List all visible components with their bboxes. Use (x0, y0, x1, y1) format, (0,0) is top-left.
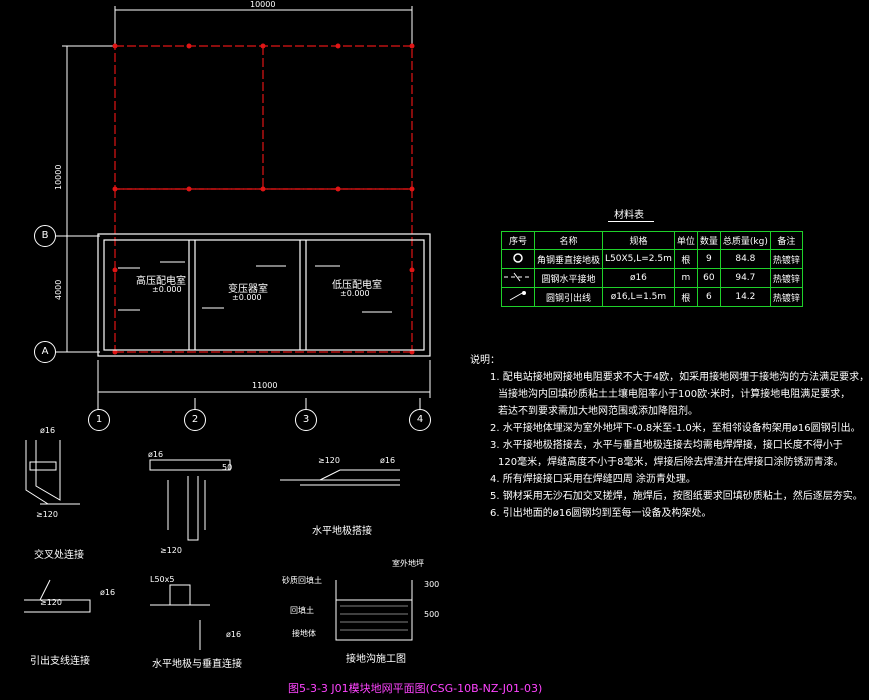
legend-horizontal-icon (501, 268, 535, 288)
legend-rod-icon (501, 249, 535, 269)
cell-spec: ø16,L=1.5m (602, 287, 675, 307)
detail-leadout-title: 引出支线连接 (30, 656, 90, 667)
cell-unit: m (673, 268, 698, 288)
detail-vert-rod: ø16 (226, 630, 242, 639)
table-row: 角钢垂直接地极 L50X5,L=2.5m 根 9 84.8 热镀锌 (501, 249, 803, 269)
drawing-caption: 图5-3-3 J01模块地网平面图(CSG-10B-NZ-J01-03) (288, 682, 543, 695)
detail-cross-rod: ø16 (40, 426, 56, 435)
detail-trench-body: 接地体 (292, 629, 316, 638)
cell-mass: 94.7 (719, 268, 771, 288)
detail-vert-angle: L50x5 (150, 575, 175, 584)
cell-unit: 根 (673, 287, 698, 307)
detail-horizontal-rod: ø16 (380, 456, 396, 465)
cell-note: 热镀锌 (769, 287, 803, 307)
th-no: 序号 (501, 231, 535, 250)
notes-block: 说明： 1. 配电站接地网接地电阻要求不大于4欧，如采用接地网埋于接地沟的方法满… (470, 352, 869, 522)
dim-left-lower-label: 4000 (54, 279, 63, 300)
detail-horizontal-title: 水平地极搭接 (312, 526, 372, 537)
drawing-canvas (24, 6, 431, 650)
detail-trench-soil1: 砂质回填土 (282, 576, 322, 585)
trench-fill (340, 605, 408, 631)
room-name-hv: 高压配电室 (136, 276, 186, 287)
cell-unit: 根 (673, 249, 698, 269)
detail-cross-dim: ≥120 (36, 510, 58, 519)
th-name: 名称 (533, 231, 604, 250)
table-row: 圆钢水平接地 ø16 m 60 94.7 热镀锌 (501, 268, 803, 288)
table-row: 圆钢引出线 ø16,L=1.5m 根 6 14.2 热镀锌 (501, 287, 803, 307)
detail-trench-title: 接地沟施工图 (346, 654, 406, 665)
cell-mass: 14.2 (719, 287, 771, 307)
room-name-tr: 变压器室 (228, 284, 268, 295)
note-line: 若达不到要求需加大地网范围或添加降阻剂。 (498, 406, 698, 417)
note-line: 120毫米，焊缝高度不小于8毫米，焊接后除去焊渣并在焊接口涂防锈沥青漆。 (498, 457, 844, 468)
dim-left-upper-label: 10000 (54, 164, 63, 190)
note-line: 3. 水平接地极搭接去，水平与垂直地极连接去均需电焊焊接，接口长度不得小于 (490, 440, 843, 451)
th-note: 备注 (769, 231, 803, 250)
room-arrows (118, 261, 392, 313)
detail-trench-dim2: 500 (424, 610, 440, 619)
detail-trench-dim1: 300 (424, 580, 440, 589)
detail-leadout-dim: ≥120 (40, 598, 62, 607)
room-name-lv: 低压配电室 (332, 280, 382, 291)
dim-left (62, 45, 115, 353)
cell-qty: 60 (696, 268, 721, 288)
dim-top-label: 10000 (250, 0, 276, 9)
detail-horizontal-dim: ≥120 (318, 456, 340, 465)
th-mass: 总质量(kg) (719, 231, 771, 250)
detail-tee-rod: ø16 (148, 450, 164, 459)
material-table: 序号 名称 规格 单位 数量 总质量(kg) 备注 角钢垂直接地极 L50X5,… (501, 231, 803, 307)
th-unit: 单位 (673, 231, 698, 250)
dim-top (114, 6, 413, 46)
ground-nodes (112, 43, 415, 355)
detail-leadout-rod: ø16 (100, 588, 116, 597)
cell-spec: ø16 (602, 268, 675, 288)
room-elev-tr: ±0.000 (232, 293, 262, 302)
detail-vert-title: 水平地极与垂直连接 (152, 659, 242, 670)
cell-qty: 6 (696, 287, 721, 307)
dim-bottom-label: 11000 (252, 381, 278, 390)
notes-header: 说明： (470, 355, 500, 366)
cell-qty: 9 (696, 249, 721, 269)
th-qty: 数量 (696, 231, 721, 250)
note-line: 2. 水平接地体埋深为室外地坪下-0.8米至-1.0米，至相邻设备构架用ø16圆… (490, 423, 861, 434)
axis-bubble-2: 2 (184, 409, 206, 431)
detail-tee-50: 50 (222, 463, 233, 472)
cell-name: 圆钢水平接地 (533, 268, 604, 288)
cell-name: 角钢垂直接地极 (533, 249, 604, 269)
dim-bottom (97, 360, 431, 410)
note-line: 当接地沟内回填砂质粘土土壤电阻率小于100欧·米时，计算接地电阻满足要求， (498, 389, 851, 400)
cell-name: 圆钢引出线 (533, 287, 604, 307)
detail-cross-title: 交叉处连接 (34, 550, 84, 561)
th-spec: 规格 (602, 231, 675, 250)
axis-bubble-4: 4 (409, 409, 431, 431)
cell-spec: L50X5,L=2.5m (602, 249, 675, 269)
axis-leaders (56, 235, 98, 353)
building-outline (97, 233, 431, 357)
legend-leadout-icon (501, 287, 535, 307)
cell-mass: 84.8 (719, 249, 771, 269)
note-line: 6. 引出地面的ø16圆钢均到至每一设备及构架处。 (490, 508, 712, 519)
material-table-title: 材料表 (614, 210, 644, 221)
cell-note: 热镀锌 (769, 268, 803, 288)
material-table-title-underline (608, 221, 654, 222)
axis-bubble-3: 3 (295, 409, 317, 431)
axis-bubble-1: 1 (88, 409, 110, 431)
axis-bubble-a: A (34, 341, 56, 363)
ground-grid (114, 45, 413, 353)
detail-tee-120: ≥120 (160, 546, 182, 555)
axis-bubble-b: B (34, 225, 56, 247)
note-line: 5. 钢材采用无沙石加交叉搓焊，施焊后，按图纸要求回填砂质粘土，然后逐层夯实。 (490, 491, 863, 502)
note-line: 4. 所有焊接接口采用在焊缝四周 涂沥青处理。 (490, 474, 696, 485)
room-elev-lv: ±0.000 (340, 289, 370, 298)
detail-trench-ground: 室外地坪 (392, 559, 424, 568)
detail-sketches (24, 440, 413, 650)
table-header-row: 序号 名称 规格 单位 数量 总质量(kg) 备注 (501, 231, 803, 250)
room-elev-hv: ±0.000 (152, 285, 182, 294)
note-line: 1. 配电站接地网接地电阻要求不大于4欧，如采用接地网埋于接地沟的方法满足要求， (490, 372, 869, 383)
cell-note: 热镀锌 (769, 249, 803, 269)
detail-trench-soil2: 回填土 (290, 606, 314, 615)
